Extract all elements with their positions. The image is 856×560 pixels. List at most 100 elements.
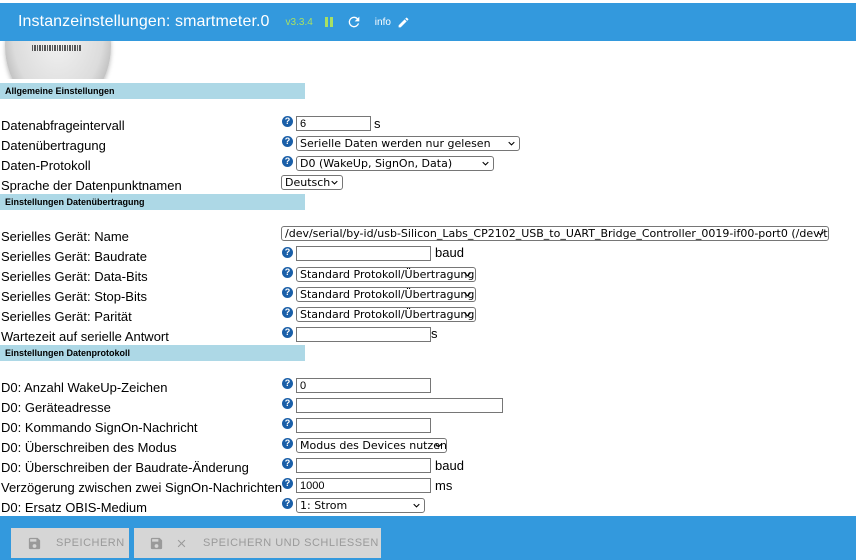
row-databits: Serielles Gerät: Data-Bits ? Standard Pr…: [0, 266, 856, 286]
row-obis: D0: Ersatz OBIS-Medium ? 1: Strom: [0, 497, 856, 517]
transfer-label: Datenübertragung: [1, 138, 106, 153]
help-icon[interactable]: ?: [282, 478, 293, 489]
row-mode: D0: Überschreiben des Modus ? Modus des …: [0, 437, 856, 457]
device-select[interactable]: /dev/serial/by-id/usb-Silicon_Labs_CP210…: [281, 226, 829, 241]
help-icon[interactable]: ?: [282, 116, 293, 127]
section-general-settings: Allgemeine Einstellungen: [0, 83, 305, 99]
signon-label: D0: Kommando SignOn-Nachricht: [1, 420, 198, 435]
interval-unit: s: [374, 116, 381, 131]
chevron-down-icon: [817, 231, 824, 236]
save-button-label: SPEICHERN: [56, 537, 125, 549]
close-icon: [173, 535, 189, 551]
baudrate-input[interactable]: [296, 246, 431, 261]
obis-select[interactable]: 1: Strom: [296, 498, 425, 513]
wait-label: Wartezeit auf serielle Antwort: [1, 329, 169, 344]
wakeup-input[interactable]: [296, 378, 431, 393]
mode-label: D0: Überschreiben des Modus: [1, 440, 177, 455]
protocol-label: Daten-Protokoll: [1, 158, 91, 173]
row-stopbits: Serielles Gerät: Stop-Bits ? Standard Pr…: [0, 286, 856, 306]
row-language: Sprache der Datenpunktnamen Deutsch: [0, 175, 856, 195]
row-device: Serielles Gerät: Name /dev/serial/by-id/…: [0, 226, 856, 246]
row-signon: D0: Kommando SignOn-Nachricht ?: [0, 417, 856, 437]
interval-label: Datenabfrageintervall: [1, 118, 125, 133]
chevron-down-icon: [331, 180, 338, 185]
help-icon[interactable]: ?: [282, 458, 293, 469]
help-icon[interactable]: ?: [282, 136, 293, 147]
obis-select-value: 1: Strom: [300, 499, 348, 512]
wait-unit: s: [431, 326, 438, 341]
baudchange-input[interactable]: [296, 458, 431, 473]
protocol-select[interactable]: D0 (WakeUp, SignOn, Data): [296, 156, 494, 171]
parity-label: Serielles Gerät: Parität: [1, 309, 132, 324]
row-address: D0: Geräteadresse ?: [0, 397, 856, 417]
baudrate-unit: baud: [435, 245, 464, 260]
delay-input[interactable]: [296, 478, 431, 493]
row-interval: Datenabfrageintervall ? s: [0, 115, 856, 135]
mode-select[interactable]: Modus des Devices nutzen: [296, 438, 447, 453]
stopbits-select-value: Standard Protokoll/Übertragung: [300, 288, 475, 301]
top-border: [0, 0, 856, 3]
pencil-icon[interactable]: [397, 15, 411, 29]
help-icon[interactable]: ?: [282, 327, 293, 338]
save-and-close-button[interactable]: SPEICHERN UND SCHLIESSEN: [134, 528, 381, 558]
floppy-icon: [148, 535, 164, 551]
baudrate-label: Serielles Gerät: Baudrate: [1, 249, 147, 264]
parity-select[interactable]: Standard Protokoll/Übertragung: [296, 307, 476, 322]
wait-input[interactable]: [296, 327, 431, 342]
reload-icon[interactable]: [345, 13, 363, 31]
header-bar: Instanzeinstellungen: smartmeter.0 v3.3.…: [0, 3, 856, 41]
device-label: Serielles Gerät: Name: [1, 229, 129, 244]
info-link[interactable]: info: [374, 16, 391, 28]
parity-select-value: Standard Protokoll/Übertragung: [300, 308, 475, 321]
version-badge: v3.3.4: [285, 16, 313, 28]
address-input[interactable]: [296, 398, 503, 413]
help-icon[interactable]: ?: [282, 247, 293, 258]
transfer-select[interactable]: Serielle Daten werden nur gelesen: [296, 136, 520, 151]
baudchange-unit: baud: [435, 458, 464, 473]
signon-input[interactable]: [296, 418, 431, 433]
help-icon[interactable]: ?: [282, 398, 293, 409]
save-button[interactable]: SPEICHERN: [11, 528, 129, 558]
databits-select-value: Standard Protokoll/Übertragung: [300, 268, 475, 281]
help-icon[interactable]: ?: [282, 378, 293, 389]
transfer-select-value: Serielle Daten werden nur gelesen: [300, 137, 491, 150]
chevron-down-icon: [435, 443, 442, 448]
help-icon[interactable]: ?: [282, 287, 293, 298]
databits-label: Serielles Gerät: Data-Bits: [1, 269, 148, 284]
stopbits-label: Serielles Gerät: Stop-Bits: [1, 289, 147, 304]
address-label: D0: Geräteadresse: [1, 400, 111, 415]
delay-label: Verzögerung zwischen zwei SignOn-Nachric…: [1, 480, 283, 495]
section-protocol-settings: Einstellungen Datenprotokoll: [0, 345, 305, 361]
help-icon[interactable]: ?: [282, 156, 293, 167]
stopbits-select[interactable]: Standard Protokoll/Übertragung: [296, 287, 476, 302]
language-select[interactable]: Deutsch: [281, 175, 343, 190]
obis-label: D0: Ersatz OBIS-Medium: [1, 500, 147, 515]
databits-select[interactable]: Standard Protokoll/Übertragung: [296, 267, 476, 282]
help-icon[interactable]: ?: [282, 307, 293, 318]
footer-bar: SPEICHERN SPEICHERN UND SCHLIESSEN: [0, 516, 856, 560]
language-select-value: Deutsch: [285, 176, 331, 189]
adapter-logo: [0, 41, 121, 79]
chevron-down-icon: [464, 312, 471, 317]
row-transfer: Datenübertragung ? Serielle Daten werden…: [0, 135, 856, 155]
delay-unit: ms: [435, 478, 453, 493]
help-icon[interactable]: ?: [282, 498, 293, 509]
row-wakeup: D0: Anzahl WakeUp-Zeichen ?: [0, 377, 856, 397]
row-protocol: Daten-Protokoll ? D0 (WakeUp, SignOn, Da…: [0, 155, 856, 175]
barcode-image: [32, 45, 82, 51]
mode-select-value: Modus des Devices nutzen: [300, 439, 447, 452]
help-icon[interactable]: ?: [282, 267, 293, 278]
help-icon[interactable]: ?: [282, 438, 293, 449]
chevron-down-icon: [464, 292, 471, 297]
interval-input[interactable]: [296, 116, 371, 131]
save-and-close-label: SPEICHERN UND SCHLIESSEN: [203, 537, 379, 549]
row-baudrate: Serielles Gerät: Baudrate ? baud: [0, 245, 856, 266]
pause-icon[interactable]: [324, 17, 333, 27]
wakeup-label: D0: Anzahl WakeUp-Zeichen: [1, 380, 168, 395]
device-select-value: /dev/serial/by-id/usb-Silicon_Labs_CP210…: [285, 227, 829, 240]
protocol-select-value: D0 (WakeUp, SignOn, Data): [300, 157, 453, 170]
help-icon[interactable]: ?: [282, 418, 293, 429]
chevron-down-icon: [413, 503, 420, 508]
row-parity: Serielles Gerät: Parität ? Standard Prot…: [0, 306, 856, 326]
page-title: Instanzeinstellungen: smartmeter.0: [18, 13, 270, 30]
